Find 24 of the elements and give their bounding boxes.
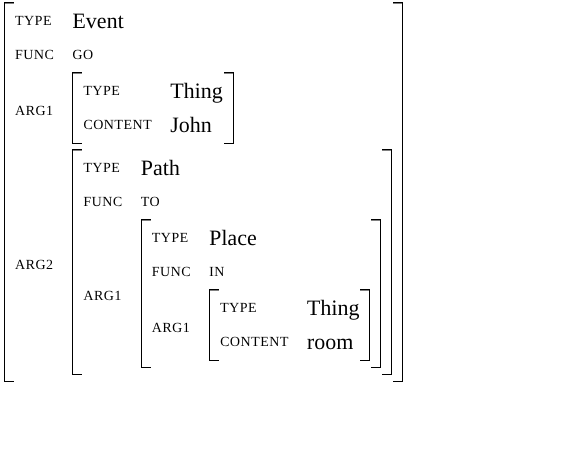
feature-value: Path <box>140 155 180 180</box>
feature-value: IN <box>209 265 225 280</box>
feature-name: TYPE <box>152 231 189 246</box>
feature-name: ARG2 <box>15 258 54 272</box>
feature-name: FUNC <box>152 265 192 280</box>
feature-value: John <box>170 112 212 137</box>
feature-name: CONTENT <box>220 335 289 350</box>
feature-value: room <box>306 329 354 354</box>
feature-value: TO <box>140 195 160 210</box>
feature-value: Thing <box>306 295 360 320</box>
feature-name: FUNC <box>15 48 54 63</box>
feature-value: GO <box>72 48 94 63</box>
feature-name: CONTENT <box>83 118 152 133</box>
feature-value: Thing <box>170 78 223 103</box>
feature-name: TYPE <box>220 301 258 316</box>
feature-value: Event <box>72 8 124 33</box>
feature-value: Place <box>209 225 257 250</box>
feature-name: TYPE <box>83 84 120 99</box>
feature-name: ARG1 <box>152 320 190 336</box>
feature-name: FUNC <box>83 195 123 210</box>
feature-name: ARG1 <box>15 104 54 118</box>
feature-name: ARG1 <box>83 289 122 304</box>
feature-name: TYPE <box>83 161 120 176</box>
feature-name: TYPE <box>15 14 52 29</box>
